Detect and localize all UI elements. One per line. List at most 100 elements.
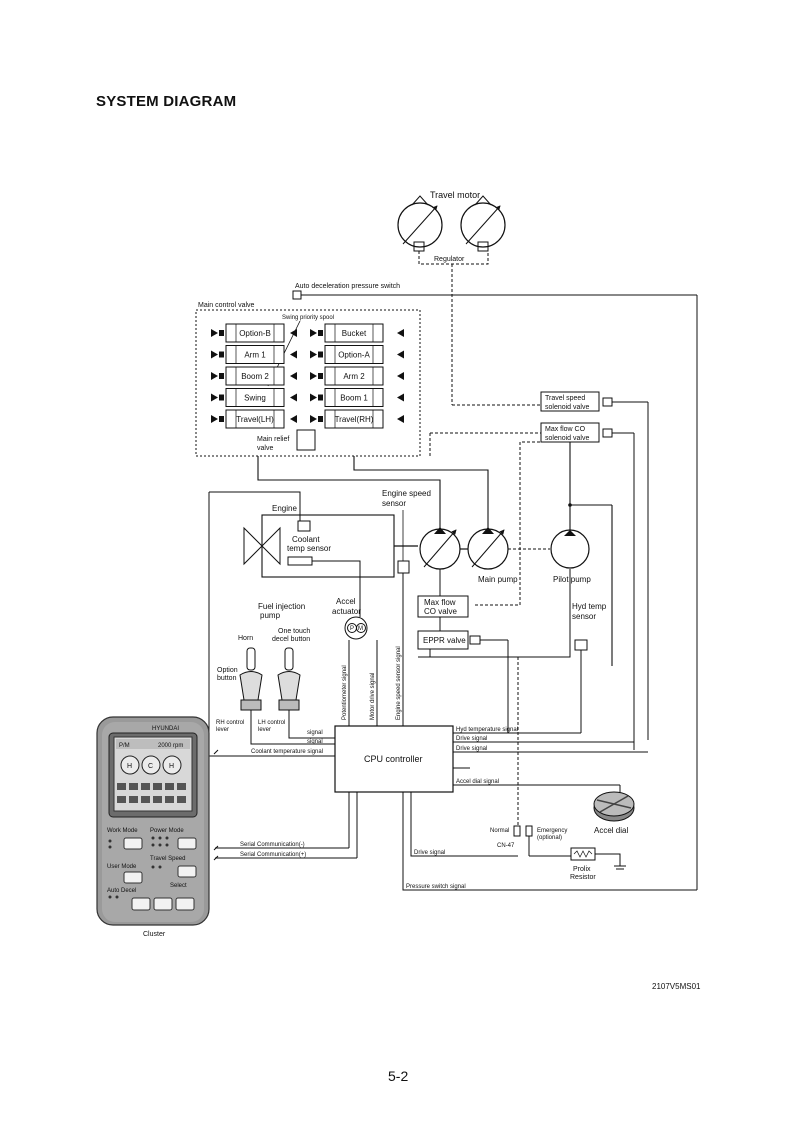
escape-button[interactable] (153, 897, 173, 911)
cluster-label: Cluster (143, 931, 166, 938)
pilot-port-icon (397, 350, 404, 359)
normal-label: Normal (490, 828, 509, 834)
figure-code: 2107V5MS01 (652, 982, 701, 991)
hyd-temp-signal-label: Hyd temperature signal (456, 727, 518, 733)
coolant-temp-signal-label: Coolant temperature signal (251, 749, 323, 755)
user-mode-button[interactable] (123, 871, 143, 884)
gauge-h-label-2: H (169, 763, 174, 770)
travel-speed-solenoid (540, 391, 600, 412)
cluster-brand: HYUNDAI (152, 726, 179, 732)
accel-dial (593, 791, 635, 822)
pressure-switch (292, 290, 302, 300)
cn47-label: CN-47 (497, 843, 515, 849)
pilot-port-icon (211, 350, 218, 359)
max-flow-co-valve-label-1: Max flow (424, 598, 456, 607)
lh-lever-label-1: LH control (258, 720, 285, 726)
max-flow-solenoid-label-1: Max flow CO (545, 426, 586, 433)
page-title: SYSTEM DIAGRAM (96, 93, 237, 110)
hyd-temp-sensor-label-2: sensor (572, 612, 596, 621)
right-spool-label: Bucket (342, 329, 367, 338)
select-button[interactable] (175, 897, 195, 911)
engine-speed-sensor-label-2: sensor (382, 499, 406, 508)
gauge-h-label: H (127, 763, 132, 770)
rh-lever-label-2: lever (216, 727, 229, 733)
svg-text:P: P (350, 626, 354, 632)
prolix-resistor (570, 847, 596, 861)
left-spool (225, 388, 285, 407)
main-relief-valve (296, 429, 316, 451)
pilot-port-icon (310, 372, 317, 380)
accel-actuator: P M (344, 616, 368, 640)
left-spool-label: Boom 2 (241, 372, 269, 381)
pilot-port-icon (310, 350, 317, 359)
left-spool-label: Arm 1 (244, 351, 266, 360)
right-spool-label: Travel(RH) (335, 415, 374, 424)
right-spool-label: Arm 2 (343, 372, 365, 381)
pilot-port-icon (290, 393, 297, 402)
engine-label: Engine (272, 504, 297, 513)
emergency-label-2: (optional) (537, 835, 562, 841)
emergency-label-1: Emergency (537, 828, 567, 834)
pilot-port-icon (310, 329, 317, 337)
right-spool (324, 345, 384, 364)
pilot-port-icon (397, 372, 404, 380)
main-pump-label: Main pump (478, 575, 518, 584)
pilot-port-icon (211, 393, 218, 402)
serial-neg-label: Serial Communication(-) (240, 842, 305, 848)
accel-actuator-label-2: actuator (332, 607, 361, 616)
pilot-port-icon (211, 329, 218, 337)
user-mode-label: User Mode (107, 864, 137, 870)
swing-priority-spool-label: Swing priority spool (282, 315, 334, 321)
left-spool-label: Travel(LH) (236, 415, 274, 424)
option-button-label-1: Option (217, 667, 238, 674)
signal-label-2: signal (307, 739, 323, 745)
rh-lever-label-1: RH control (216, 720, 244, 726)
pilot-pump-label: Pilot pump (553, 575, 591, 584)
max-flow-co-valve (417, 595, 469, 618)
right-spool (324, 366, 384, 386)
accel-actuator-label-1: Accel (336, 597, 356, 606)
one-touch-decel-label-1: One touch (278, 628, 310, 635)
max-flow-co-valve-label-2: CO valve (424, 607, 457, 616)
left-spool-label: Option-B (239, 329, 271, 338)
potentiometer-signal-label: Potentiometer signal (342, 665, 348, 720)
auto-decel-label: Auto Decel (107, 888, 136, 894)
drive-signal-label-2: Drive signal (456, 746, 487, 752)
engine-speed-sensor-label-1: Engine speed (382, 489, 431, 498)
eppr-valve-label: EPPR valve (423, 636, 466, 645)
svg-text:M: M (358, 626, 363, 632)
drive-signal-label-3: Drive signal (414, 850, 445, 856)
auto-decel-button[interactable] (131, 897, 151, 911)
power-mode-button[interactable] (177, 837, 197, 850)
cpu-controller (334, 725, 454, 793)
pilot-port-icon (211, 415, 218, 423)
gauge-c-label: C (148, 763, 153, 770)
lh-control-lever (277, 647, 301, 711)
main-relief-label-2: valve (257, 445, 273, 452)
travel-speed-button[interactable] (177, 865, 197, 878)
left-spool (225, 366, 285, 386)
hyd-temp-sensor-label-1: Hyd temp (572, 602, 607, 611)
right-spool (324, 323, 384, 343)
engine-speed-signal-label: Engine speed sensor signal (396, 646, 402, 720)
hyd-temp-sensor (574, 639, 588, 651)
work-mode-button[interactable] (123, 837, 143, 850)
travel-speed-label-1: Travel speed (545, 395, 585, 402)
page-number: 5-2 (388, 1068, 409, 1084)
cluster: HYUNDAI P/M 2000 rpm H C H Work Mode Pow… (96, 716, 210, 926)
pilot-pump (550, 529, 590, 569)
main-pump (419, 527, 550, 570)
main-control-valve (195, 309, 421, 457)
pilot-port-icon (290, 329, 297, 337)
drive-signal-label-1: Drive signal (456, 736, 487, 742)
serial-pos-label: Serial Communication(+) (240, 852, 306, 858)
cluster-mode: P/M (119, 743, 130, 749)
right-spool-label: Boom 1 (340, 394, 368, 403)
fuel-pump-label-1: Fuel injection (258, 602, 305, 611)
coolant-temp-sensor (297, 520, 311, 532)
pilot-port-icon (310, 393, 317, 402)
work-mode-label: Work Mode (107, 828, 138, 834)
auto-decel-switch-label: Auto deceleration pressure switch (295, 283, 400, 290)
